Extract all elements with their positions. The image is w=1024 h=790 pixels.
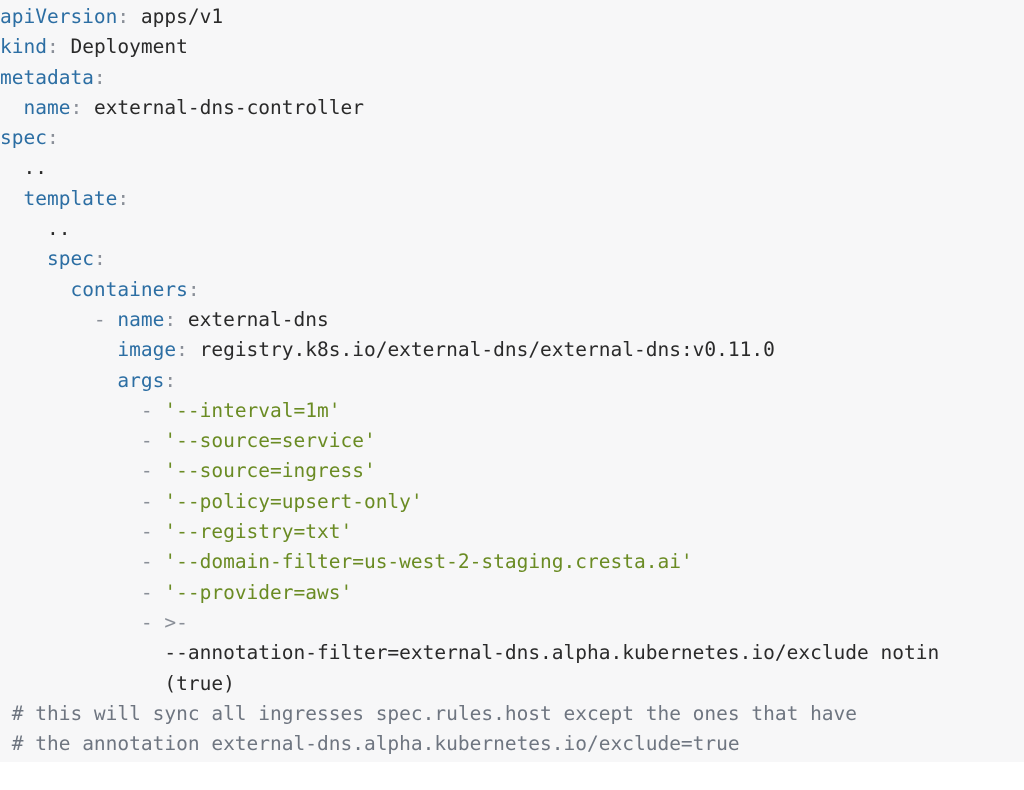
- code-line: name: external-dns-controller: [0, 93, 1024, 123]
- yaml-comment: # the annotation external-dns.alpha.kube…: [11, 732, 740, 756]
- code-line: ..: [0, 214, 1024, 244]
- code-line: - name: external-dns: [0, 305, 1024, 335]
- code-line: # this will sync all ingresses spec.rule…: [0, 699, 1024, 729]
- arg-string: '--source=service': [164, 429, 376, 453]
- yaml-key: spec: [46, 247, 94, 271]
- arg-string: '--interval=1m': [164, 398, 341, 422]
- code-line: ..: [0, 153, 1024, 183]
- list-dash: -: [140, 489, 165, 513]
- code-line: - >-: [0, 608, 1024, 638]
- colon: :: [164, 368, 177, 392]
- arg-string: '--domain-filter=us-west-2-staging.crest…: [164, 550, 693, 574]
- yaml-value: apps/v1: [129, 5, 224, 28]
- code-line: image: registry.k8s.io/external-dns/exte…: [0, 335, 1024, 365]
- list-dash: -: [140, 610, 165, 634]
- block-scalar-text: --annotation-filter=external-dns.alpha.k…: [164, 641, 940, 665]
- list-dash: -: [93, 307, 118, 331]
- colon: :: [117, 5, 130, 28]
- colon: :: [46, 126, 59, 150]
- colon: :: [164, 307, 177, 331]
- block-scalar-text: (true): [164, 671, 235, 695]
- arg-string: '--provider=aws': [164, 580, 353, 604]
- yaml-key: apiVersion: [0, 5, 118, 28]
- code-line: containers:: [0, 275, 1024, 305]
- yaml-value: external-dns: [176, 307, 329, 331]
- list-dash: -: [140, 459, 165, 483]
- code-line: spec:: [0, 244, 1024, 274]
- list-dash: -: [140, 398, 165, 422]
- colon: :: [117, 186, 130, 210]
- colon: :: [93, 65, 106, 89]
- arg-string: '--registry=txt': [164, 520, 353, 544]
- yaml-key: name: [23, 95, 71, 119]
- arg-string: '--source=ingress': [164, 459, 376, 483]
- yaml-key: name: [117, 307, 165, 331]
- yaml-code-block: apiVersion: apps/v1 kind: Deployment met…: [0, 2, 1024, 759]
- code-line: metadata:: [0, 63, 1024, 93]
- code-line: template:: [0, 184, 1024, 214]
- code-line: spec:: [0, 123, 1024, 153]
- yaml-value: registry.k8s.io/external-dns/external-dn…: [187, 338, 775, 362]
- colon: :: [93, 247, 106, 271]
- colon: :: [187, 277, 200, 301]
- list-dash: -: [140, 520, 165, 544]
- list-dash: -: [140, 429, 165, 453]
- code-line: - '--policy=upsert-only': [0, 487, 1024, 517]
- code-line: (true): [0, 669, 1024, 699]
- block-scalar-indicator: >-: [164, 610, 188, 634]
- code-line: apiVersion: apps/v1: [0, 2, 1024, 32]
- arg-string: '--policy=upsert-only': [164, 489, 423, 513]
- yaml-key: kind: [0, 35, 47, 59]
- yaml-key: args: [117, 368, 165, 392]
- page-background: [0, 762, 1024, 790]
- code-line: args:: [0, 366, 1024, 396]
- code-line: - '--interval=1m': [0, 396, 1024, 426]
- yaml-key: metadata: [0, 65, 94, 89]
- colon: :: [46, 35, 59, 59]
- colon: :: [70, 95, 83, 119]
- code-line: # the annotation external-dns.alpha.kube…: [0, 729, 1024, 759]
- yaml-key: spec: [0, 126, 47, 150]
- ellipsis: ..: [46, 217, 71, 241]
- colon: :: [176, 338, 188, 362]
- code-line: kind: Deployment: [0, 32, 1024, 62]
- yaml-comment: # this will sync all ingresses spec.rule…: [11, 701, 858, 725]
- code-line: - '--source=ingress': [0, 456, 1024, 486]
- yaml-value: external-dns-controller: [82, 95, 364, 119]
- code-line: - '--provider=aws': [0, 578, 1024, 608]
- yaml-key: image: [117, 338, 177, 362]
- ellipsis: ..: [23, 156, 47, 180]
- code-line: - '--source=service': [0, 426, 1024, 456]
- yaml-key: template: [23, 186, 118, 210]
- code-line: --annotation-filter=external-dns.alpha.k…: [0, 638, 1024, 668]
- code-line: - '--domain-filter=us-west-2-staging.cre…: [0, 547, 1024, 577]
- list-dash: -: [140, 550, 165, 574]
- list-dash: -: [140, 580, 165, 604]
- yaml-key: containers: [70, 277, 188, 301]
- code-line: - '--registry=txt': [0, 517, 1024, 547]
- yaml-value: Deployment: [58, 35, 188, 59]
